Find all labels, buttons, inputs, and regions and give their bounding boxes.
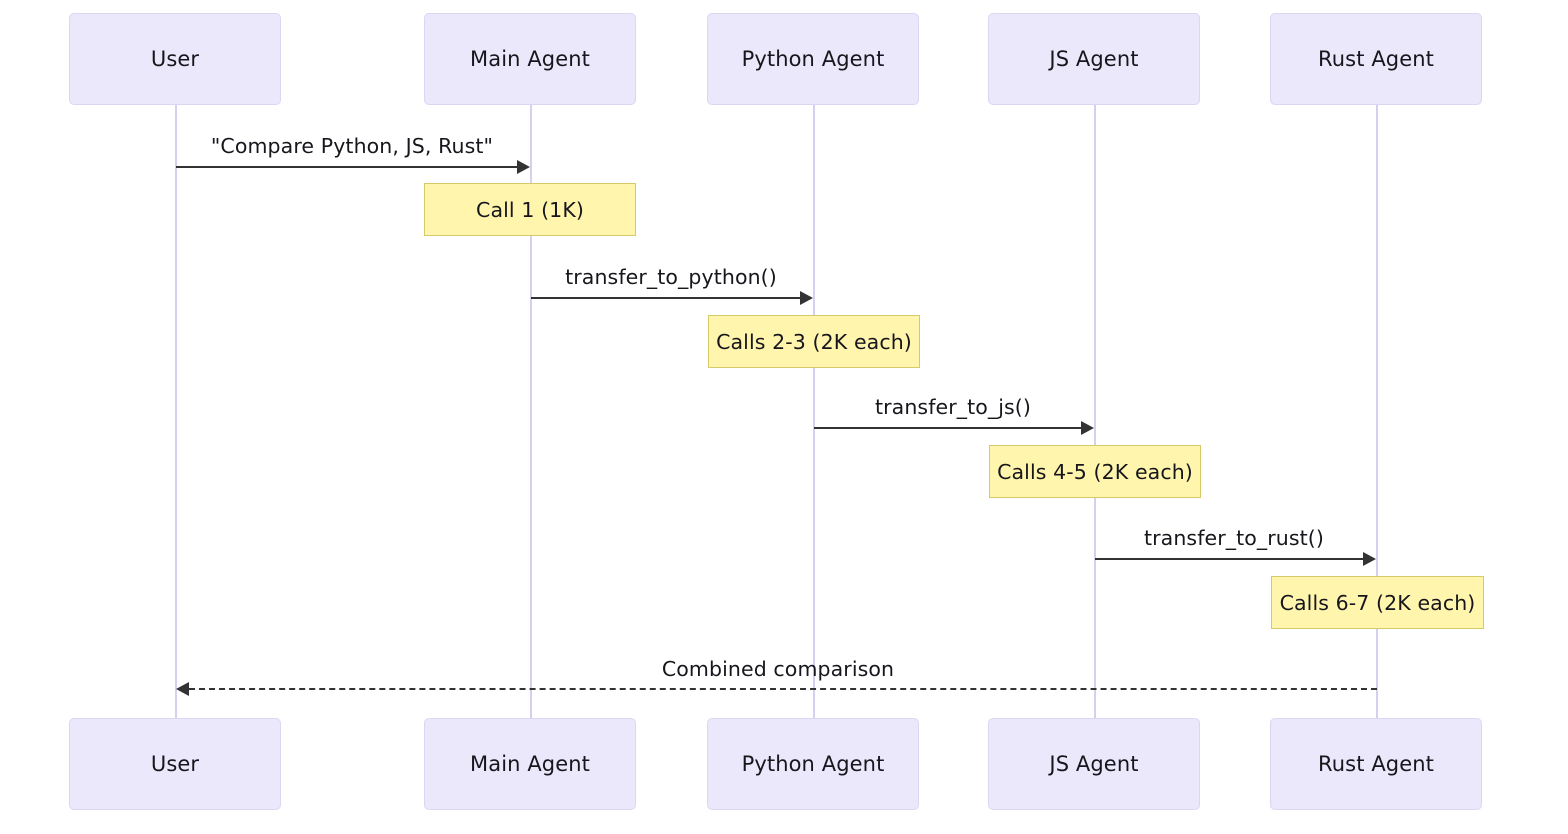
note-calls-6-7: Calls 6-7 (2K each) (1271, 576, 1484, 629)
participant-label-js-agent-bottom: JS Agent (1049, 752, 1139, 776)
message-label-transfer-python: transfer_to_python() (565, 265, 777, 289)
message-line-transfer-python (531, 297, 800, 299)
participant-label-rust-agent-top: Rust Agent (1318, 47, 1434, 71)
message-label-compare: "Compare Python, JS, Rust" (210, 134, 494, 158)
participant-box-main-agent-top[interactable]: Main Agent (424, 13, 636, 105)
message-label-transfer-js: transfer_to_js() (874, 395, 1032, 419)
participant-label-js-agent-top: JS Agent (1049, 47, 1139, 71)
participant-box-user-bottom[interactable]: User (69, 718, 281, 810)
message-arrowhead-combined-comparison (176, 681, 189, 696)
participant-label-main-agent-bottom: Main Agent (470, 752, 590, 776)
message-arrowhead-transfer-python (800, 290, 813, 305)
message-label-transfer-rust: transfer_to_rust() (1144, 526, 1324, 550)
participant-box-js-agent-top[interactable]: JS Agent (988, 13, 1200, 105)
lifeline-js-agent (1094, 104, 1096, 718)
message-label-combined-comparison: Combined comparison (661, 657, 895, 681)
lifeline-user (175, 104, 177, 718)
participant-box-main-agent-bottom[interactable]: Main Agent (424, 718, 636, 810)
participant-box-python-agent-top[interactable]: Python Agent (707, 13, 919, 105)
note-label-call-1: Call 1 (1K) (476, 197, 584, 222)
participant-label-main-agent-top: Main Agent (470, 47, 590, 71)
note-label-calls-4-5: Calls 4-5 (2K each) (997, 459, 1193, 484)
note-label-calls-6-7: Calls 6-7 (2K each) (1279, 590, 1476, 615)
note-call-1: Call 1 (1K) (424, 183, 636, 236)
participant-label-user-bottom: User (150, 752, 200, 776)
message-arrowhead-transfer-js (1081, 420, 1094, 435)
message-line-transfer-js (814, 427, 1081, 429)
participant-label-python-agent-bottom: Python Agent (741, 752, 885, 776)
participant-box-python-agent-bottom[interactable]: Python Agent (707, 718, 919, 810)
participant-label-python-agent-top: Python Agent (741, 47, 885, 71)
participant-label-user-top: User (150, 47, 200, 71)
message-line-compare (176, 166, 517, 168)
lifeline-rust-agent (1376, 104, 1378, 718)
participant-box-user-top[interactable]: User (69, 13, 281, 105)
note-label-calls-2-3: Calls 2-3 (2K each) (716, 329, 912, 354)
participant-label-rust-agent-bottom: Rust Agent (1318, 752, 1434, 776)
message-arrowhead-compare (517, 159, 530, 174)
note-calls-4-5: Calls 4-5 (2K each) (989, 445, 1201, 498)
message-line-combined-comparison (189, 688, 1377, 690)
participant-box-rust-agent-top[interactable]: Rust Agent (1270, 13, 1482, 105)
message-line-transfer-rust (1095, 558, 1363, 560)
lifeline-main-agent (530, 104, 532, 718)
note-calls-2-3: Calls 2-3 (2K each) (708, 315, 920, 368)
message-arrowhead-transfer-rust (1363, 551, 1376, 566)
participant-box-rust-agent-bottom[interactable]: Rust Agent (1270, 718, 1482, 810)
participant-box-js-agent-bottom[interactable]: JS Agent (988, 718, 1200, 810)
lifeline-python-agent (813, 104, 815, 718)
